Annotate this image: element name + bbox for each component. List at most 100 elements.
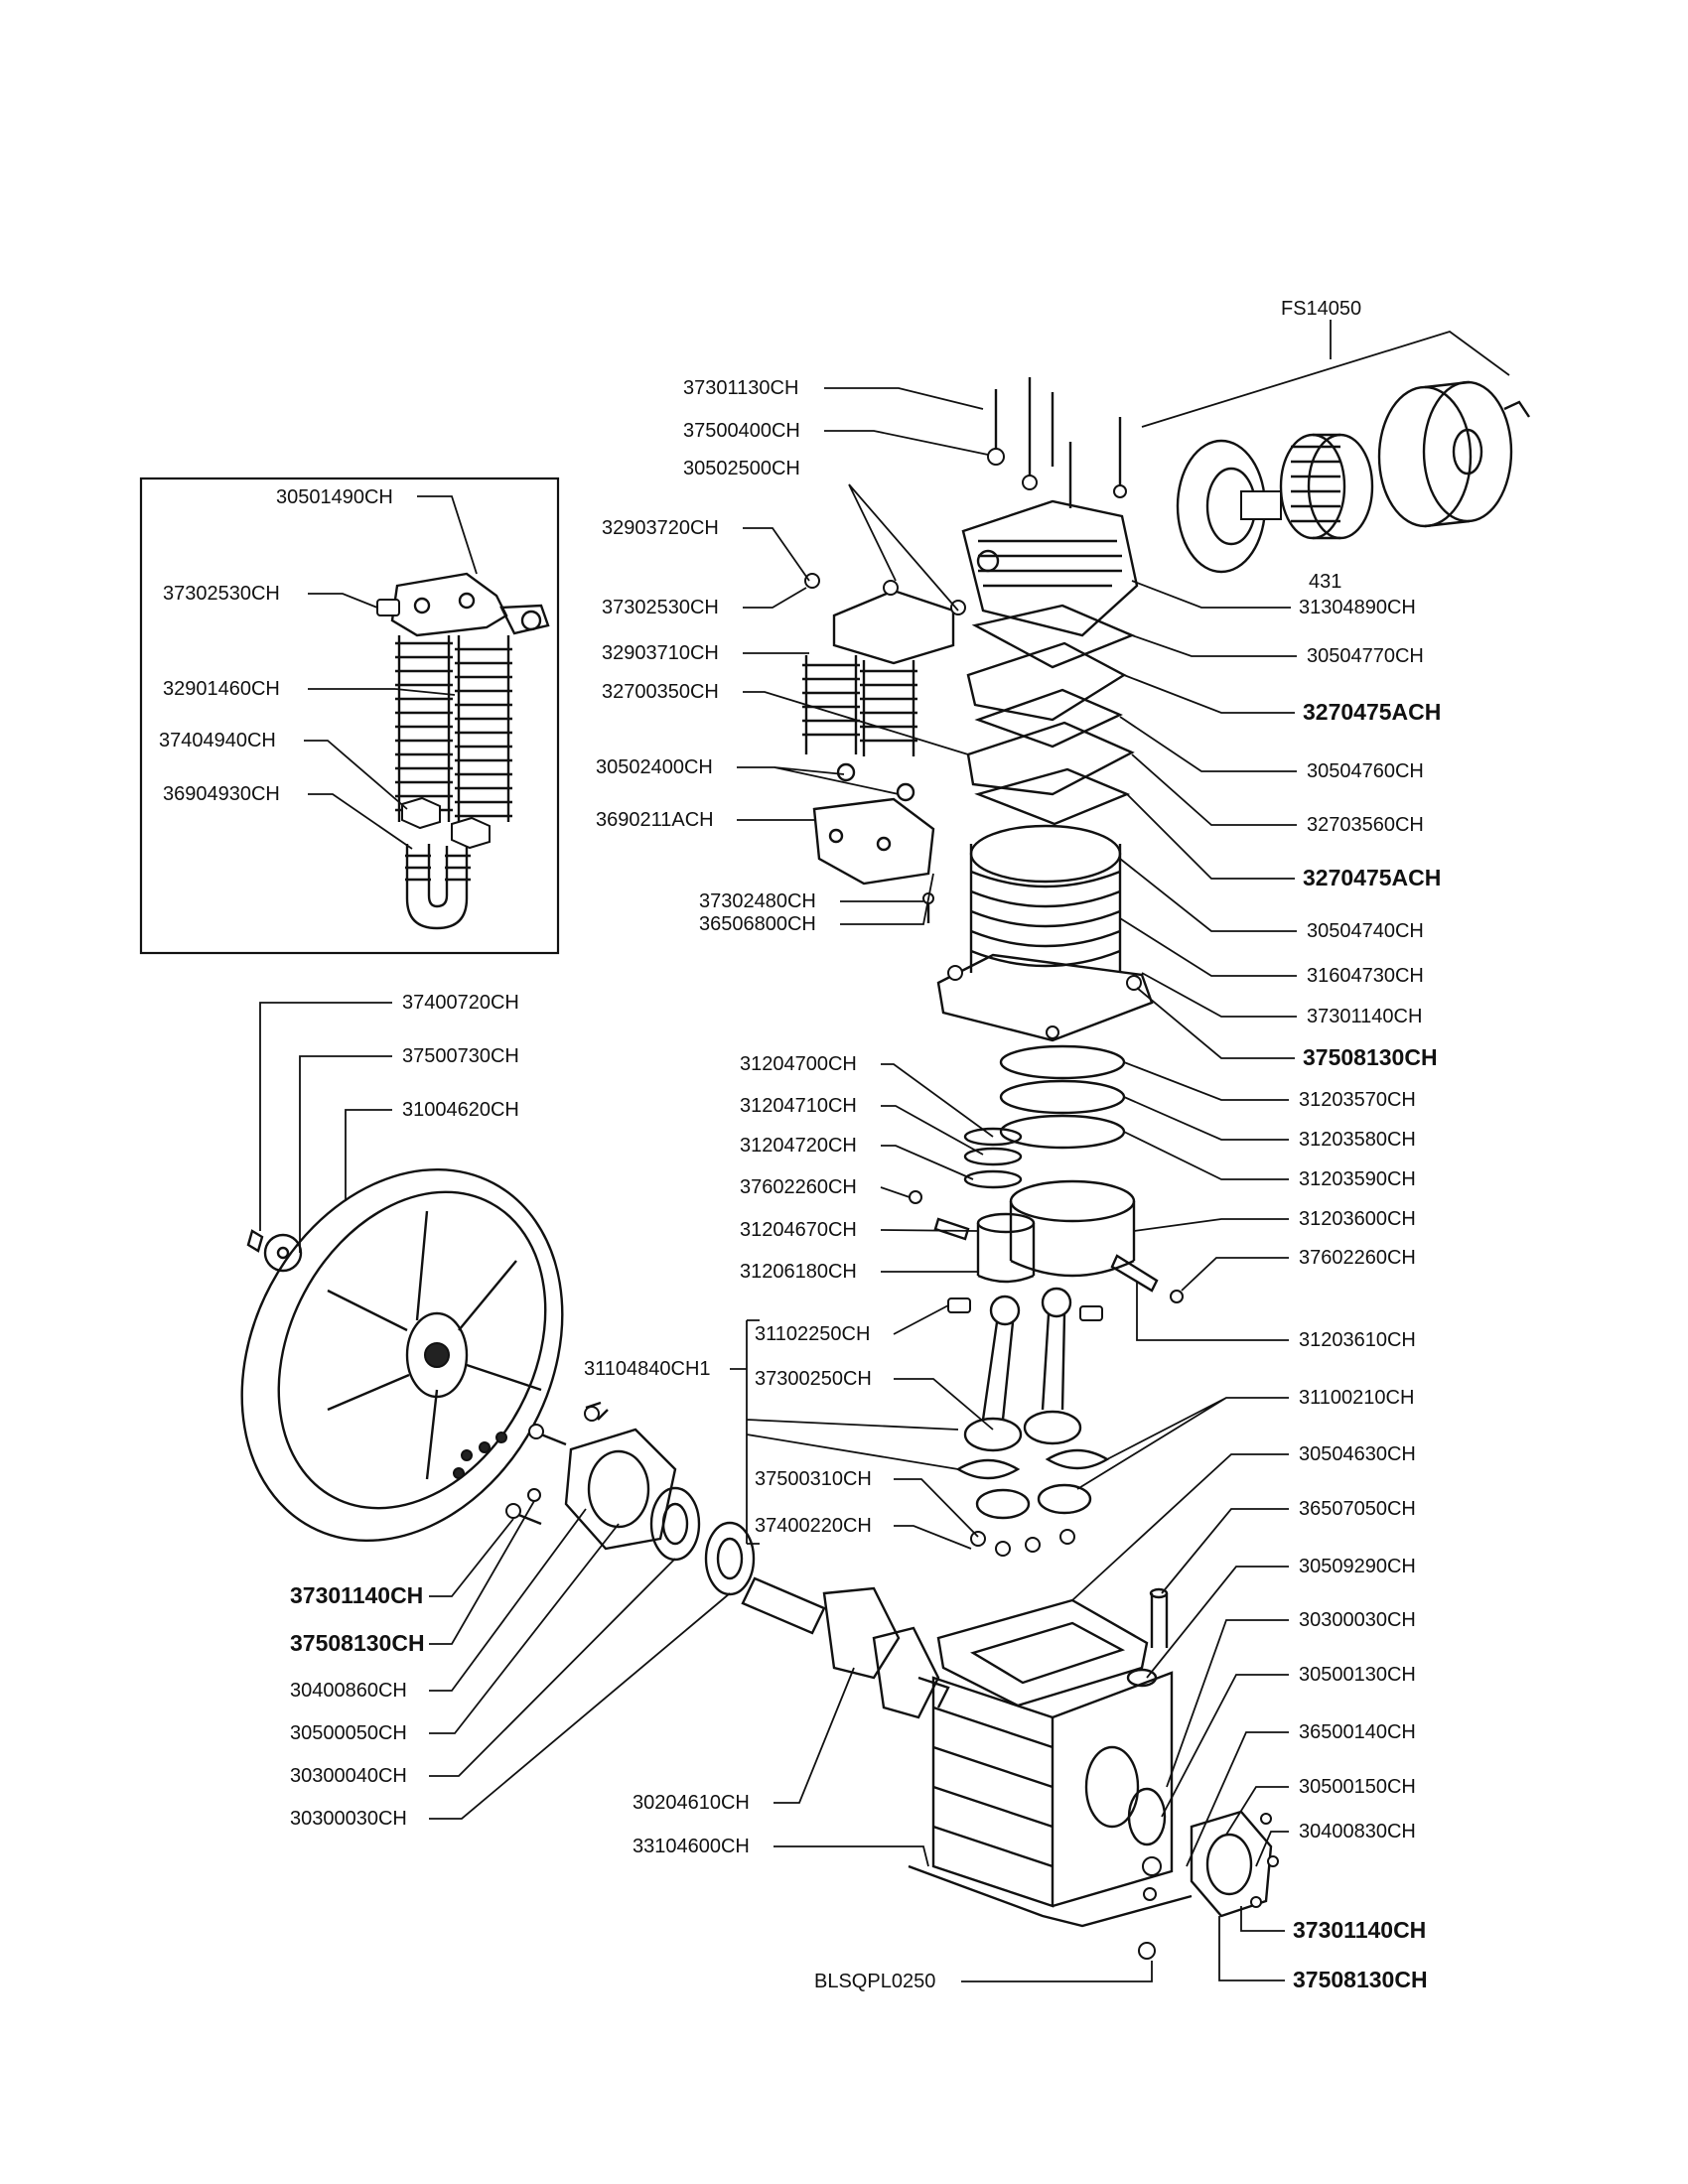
label-blsqpl0250: BLSQPL0250 bbox=[814, 1971, 935, 1992]
label-32703560ch: 32703560CH bbox=[1307, 814, 1424, 836]
label-30500150ch: 30500150CH bbox=[1299, 1776, 1416, 1798]
label-31204700ch: 31204700CH bbox=[740, 1053, 857, 1075]
label-37300250ch: 37300250CH bbox=[755, 1368, 872, 1390]
label-31203600ch: 31203600CH bbox=[1299, 1208, 1416, 1230]
leader-30502400ch bbox=[737, 766, 900, 795]
label-31004620ch: 31004620CH bbox=[402, 1099, 519, 1121]
leader-37508130ch-bottom-right bbox=[1218, 1916, 1285, 1981]
label-37301140ch-bottom-right: 37301140CH bbox=[1293, 1917, 1426, 1943]
label-31206180ch: 31206180CH bbox=[740, 1261, 857, 1283]
crankcase bbox=[908, 1587, 1193, 1928]
inset-frame bbox=[139, 477, 560, 955]
leader-30504770ch bbox=[1131, 634, 1297, 657]
label-31204720ch: 31204720CH bbox=[740, 1135, 857, 1157]
inset-label-37404940ch: 37404940CH bbox=[159, 730, 276, 751]
inset-leader-37404940ch bbox=[304, 740, 408, 810]
drain-plug bbox=[1138, 1942, 1156, 1960]
crankshaft bbox=[741, 1576, 950, 1719]
leader-37508130ch-bottom-left bbox=[429, 1500, 535, 1645]
label-37508130ch-bottom-left: 37508130CH bbox=[290, 1630, 425, 1656]
inset-leader-30501490ch bbox=[417, 495, 478, 575]
label-30509290ch: 30509290CH bbox=[1299, 1556, 1416, 1577]
label-36506800ch: 36506800CH bbox=[699, 913, 816, 935]
label-31104840ch1: 31104840CH1 bbox=[584, 1358, 711, 1380]
lp-head-assembly bbox=[802, 573, 966, 923]
leader-fs14050-bracket bbox=[1141, 320, 1510, 428]
leader-30500050ch bbox=[429, 1523, 620, 1734]
connecting-rod-assembly bbox=[947, 1287, 1110, 1557]
leader-30400830ch bbox=[1255, 1831, 1289, 1867]
leader-37500400ch bbox=[824, 430, 989, 456]
label-30504740ch: 30504740CH bbox=[1307, 920, 1424, 942]
air-filter-assembly bbox=[1176, 380, 1530, 574]
label-31203590ch: 31203590CH bbox=[1299, 1168, 1416, 1190]
label-37301140ch-right: 37301140CH bbox=[1307, 1006, 1422, 1027]
leader-31204720ch bbox=[881, 1145, 974, 1180]
label-32903720ch: 32903720CH bbox=[602, 517, 719, 539]
leader-30500150ch bbox=[1225, 1786, 1289, 1836]
label-3270475ach-lower: 3270475ACH bbox=[1303, 865, 1441, 890]
bearing-cover-left bbox=[505, 1401, 756, 1596]
leader-31204670ch bbox=[880, 1229, 979, 1232]
finned-tube-right bbox=[455, 635, 512, 822]
leader-37400720ch bbox=[259, 1002, 392, 1231]
label-36507050ch: 36507050CH bbox=[1299, 1498, 1416, 1520]
leader-blsqpl0250 bbox=[961, 1961, 1153, 1982]
label-3270475ach-upper: 3270475ACH bbox=[1303, 699, 1441, 725]
leader-30300030ch-right bbox=[1166, 1619, 1289, 1788]
label-3690211ach: 3690211ACH bbox=[596, 809, 714, 831]
label-37400220ch: 37400220CH bbox=[755, 1515, 872, 1537]
leader-31004620ch bbox=[345, 1109, 392, 1201]
label-30504760ch: 30504760CH bbox=[1307, 760, 1424, 782]
leader-30300040ch bbox=[429, 1558, 676, 1777]
bearing-cover-right bbox=[1190, 1810, 1279, 1918]
label-30300030ch-bottom-left: 30300030CH bbox=[290, 1808, 407, 1830]
inset-leader-37302530ch bbox=[308, 593, 378, 609]
leader-36507050ch bbox=[1161, 1508, 1289, 1594]
label-31203610ch: 31203610CH bbox=[1299, 1329, 1416, 1351]
leader-30504740ch bbox=[1119, 858, 1297, 932]
bracket-31104840ch1 bbox=[730, 1319, 959, 1545]
leader-31203580ch bbox=[1123, 1096, 1289, 1141]
label-31604730ch: 31604730CH bbox=[1307, 965, 1424, 987]
leader-32903720ch bbox=[743, 527, 810, 582]
leader-36506800ch bbox=[840, 873, 934, 925]
label-37400720ch: 37400720CH bbox=[402, 992, 519, 1014]
label-30204610ch: 30204610CH bbox=[633, 1792, 750, 1814]
label-37302530ch-right: 37302530CH bbox=[602, 597, 719, 618]
inset-label-36904930ch: 36904930CH bbox=[163, 783, 280, 805]
leader-31304890ch bbox=[1131, 580, 1291, 609]
label-31102250ch: 31102250CH bbox=[755, 1323, 870, 1345]
label-30300030ch-right: 30300030CH bbox=[1299, 1609, 1416, 1631]
inset-label-37302530ch: 37302530CH bbox=[163, 583, 280, 605]
leader-37500730ch bbox=[299, 1055, 392, 1253]
leader-31604730ch bbox=[1119, 917, 1297, 977]
leader-30509290ch bbox=[1146, 1566, 1289, 1679]
label-37508130ch-right: 37508130CH bbox=[1303, 1044, 1438, 1070]
leader-32703560ch bbox=[1131, 753, 1297, 826]
leader-37302530ch-right bbox=[743, 587, 807, 609]
label-30400860ch: 30400860CH bbox=[290, 1680, 407, 1702]
label-37301140ch-bottom-left: 37301140CH bbox=[290, 1582, 423, 1608]
head-cylinder-assembly bbox=[936, 377, 1154, 1042]
leader-30502500ch bbox=[848, 483, 959, 612]
leader-30504630ch bbox=[1071, 1453, 1289, 1601]
leader-3270475ach-lower bbox=[1126, 793, 1295, 880]
leader-31204710ch bbox=[881, 1105, 984, 1156]
leader-32700350ch bbox=[743, 691, 969, 755]
inset-label-32901460ch: 32901460CH bbox=[163, 678, 280, 700]
leader-30400860ch bbox=[429, 1508, 587, 1692]
label-30500130ch: 30500130CH bbox=[1299, 1664, 1416, 1686]
leader-31203570ch bbox=[1123, 1061, 1289, 1101]
label-30400830ch: 30400830CH bbox=[1299, 1821, 1416, 1843]
label-31204710ch: 31204710CH bbox=[740, 1095, 857, 1117]
leader-37301130ch bbox=[824, 387, 984, 410]
leader-37300250ch bbox=[894, 1378, 994, 1431]
leader-37301140ch-bottom-left bbox=[429, 1518, 514, 1597]
label-32700350ch: 32700350CH bbox=[602, 681, 719, 703]
leader-31203590ch bbox=[1123, 1131, 1289, 1180]
label-30504630ch: 30504630CH bbox=[1299, 1443, 1416, 1465]
inset-label-30501490ch: 30501490CH bbox=[276, 486, 393, 508]
label-431: 431 bbox=[1309, 571, 1341, 593]
